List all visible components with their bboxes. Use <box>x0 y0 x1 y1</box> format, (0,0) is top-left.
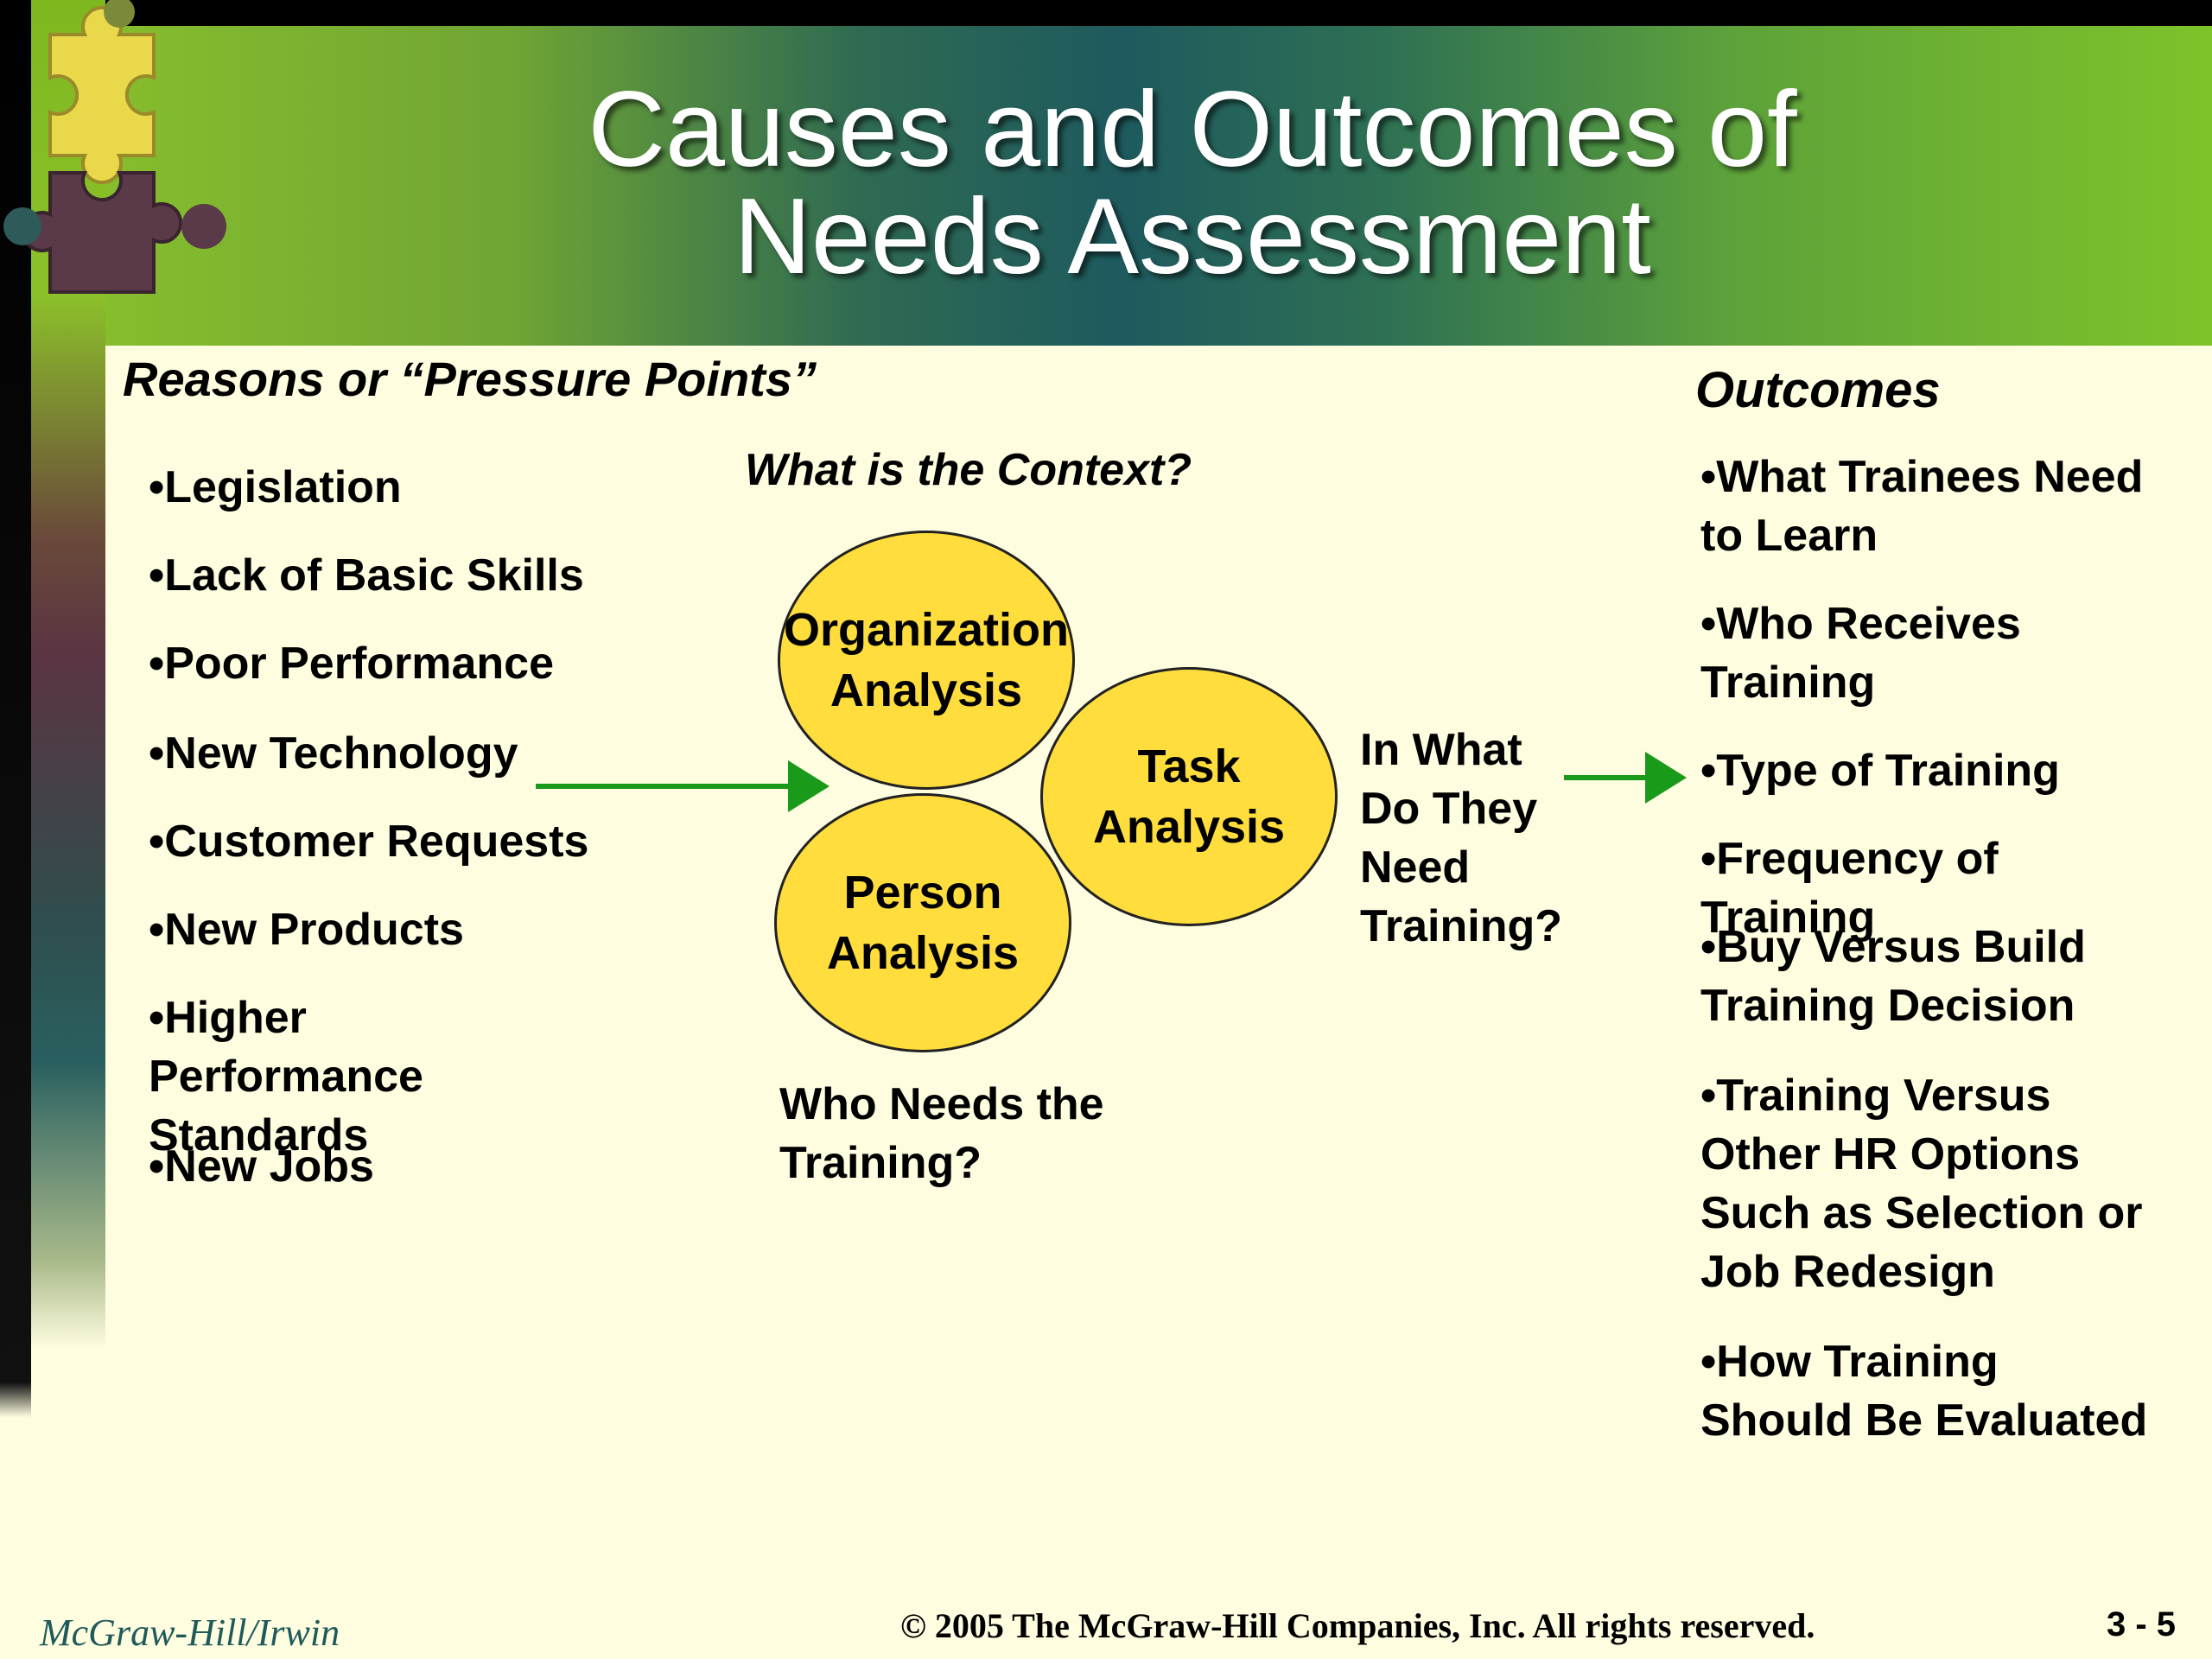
organization-analysis-label: Organization Analysis <box>783 604 1069 716</box>
reasons-heading: Reasons or “Pressure Points” <box>123 352 817 406</box>
in-what-label: In What Do They Need Training? <box>1360 725 1562 951</box>
outcome-item: •What Trainees Need to Learn <box>1700 452 2144 561</box>
organization-analysis-circle: Organization Analysis <box>778 531 1075 790</box>
publisher-label: McGraw-Hill/Irwin <box>40 1611 340 1654</box>
outcomes-heading: Outcomes <box>1695 362 1941 418</box>
task-analysis-circle: Task Analysis <box>1040 667 1338 926</box>
reason-item: •New Products <box>149 905 464 955</box>
title-line-2: Needs Assessment <box>734 177 1651 296</box>
reason-item: •Poor Performance <box>149 639 555 689</box>
person-analysis-circle: Person Analysis <box>774 793 1071 1052</box>
who-needs-label: Who Needs the Training? <box>779 1079 1104 1188</box>
title-band <box>31 26 2212 346</box>
content-area <box>105 346 2212 1659</box>
reason-item: •New Technology <box>149 728 518 779</box>
reason-item: •Legislation <box>149 462 402 512</box>
title-line-1: Causes and Outcomes of <box>588 70 1797 189</box>
person-analysis-label: Person Analysis <box>826 867 1020 979</box>
reason-item: •Higher Performance Standards <box>149 993 423 1160</box>
copyright-label: © 2005 The McGraw-Hill Companies, Inc. A… <box>900 1606 1815 1645</box>
task-analysis-label: Task Analysis <box>1092 741 1286 853</box>
outcome-item: •How Training Should Be Evaluated <box>1700 1337 2148 1446</box>
puzzle-logo-icon <box>3 0 226 294</box>
outcome-item: •Type of Training <box>1700 746 2060 796</box>
outcome-item: •Who Receives Training <box>1700 599 2021 708</box>
reason-item: •Customer Requests <box>149 817 589 867</box>
top-border <box>0 0 2212 26</box>
context-heading: What is the Context? <box>745 445 1192 495</box>
reason-item: •Lack of Basic Skills <box>149 550 584 601</box>
outcome-item: •Frequency of Training <box>1700 834 1999 943</box>
left-border <box>0 0 31 1659</box>
reason-item: •New Jobs <box>149 1141 374 1192</box>
outcome-item: •Buy Versus Build Training Decision <box>1700 922 2086 1031</box>
page-number: 3 - 5 <box>2107 1605 2177 1643</box>
outcome-item: •Training Versus Other HR Options Such a… <box>1700 1071 2143 1297</box>
